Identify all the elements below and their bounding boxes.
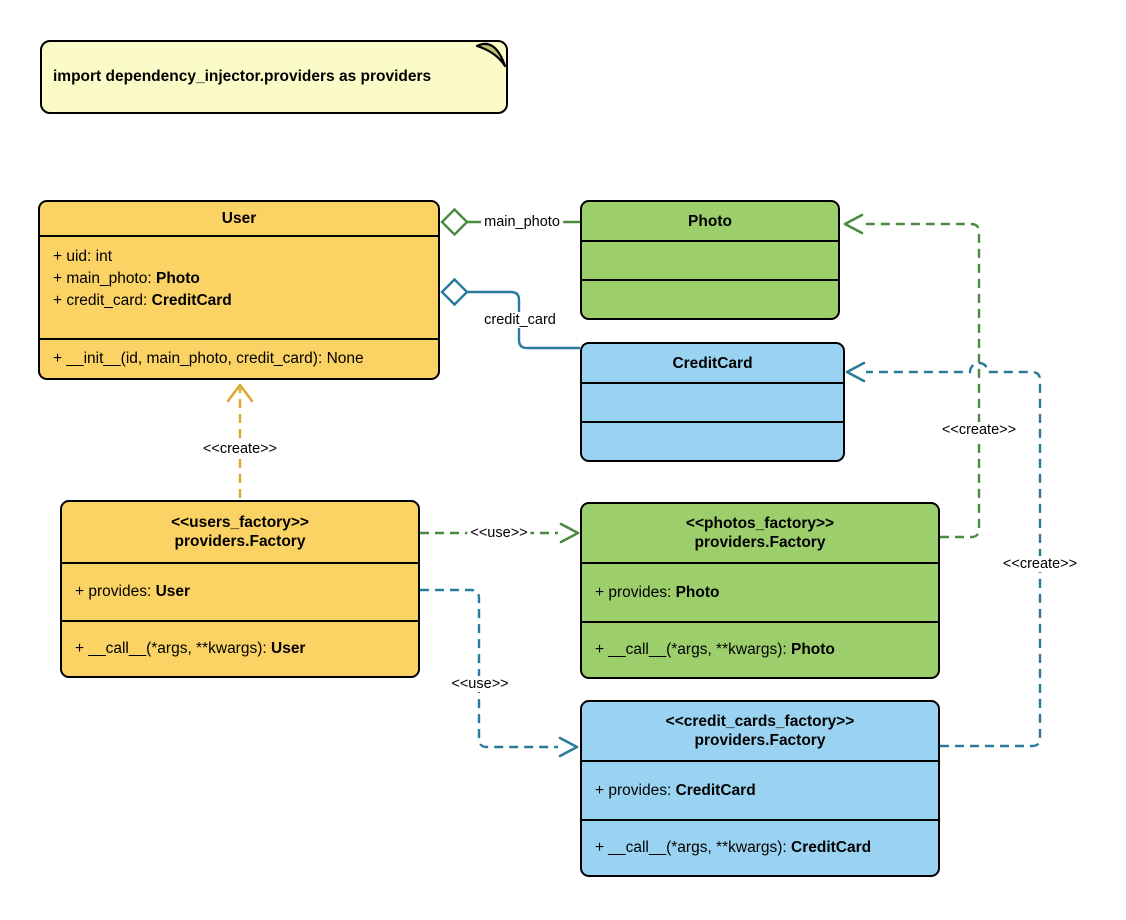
edge-label-photos-use: <<use>> [467,525,531,541]
class-photo-title: Photo [688,212,732,230]
import-note: import dependency_injector.providers as … [40,40,508,114]
arrowhead-credit-card-create-icon [845,361,866,383]
class-credit-cards-factory: <<credit_cards_factory>> providers.Facto… [580,700,940,877]
stereotype: <<photos_factory>> [685,515,835,532]
edge-credit-cards-use-line [420,588,558,749]
method-row: + __init__(id, main_photo, credit_card):… [53,350,364,367]
attribute-row: + provides: Photo [595,583,720,601]
class-users-factory-title: <<users_factory>> providers.Factory [171,514,309,550]
aggregation-diamond-credit-card-icon [440,277,469,307]
note-fold-icon [475,42,507,68]
edge-label-user-create: <<create>> [199,441,281,457]
aggregation-diamond-main-photo-icon [440,207,469,237]
class-user: User + uid: int + main_photo: Photo + cr… [38,200,440,380]
class-credit-cards-factory-attributes: + provides: CreditCard [582,760,938,819]
attribute-row: + uid: int [53,248,113,265]
class-users-factory-attributes: + provides: User [62,562,418,620]
import-note-text: import dependency_injector.providers as … [53,68,432,85]
attribute-row: + credit_card: CreditCard [53,292,232,309]
class-photos-factory: <<photos_factory>> providers.Factory + p… [580,502,940,679]
arrowhead-user-create-icon [226,383,254,403]
class-photo-attributes [582,240,838,279]
class-credit-card-title: CreditCard [672,354,753,372]
method-row: + __call__(*args, **kwargs): Photo [595,641,835,658]
attribute-row: + provides: User [75,583,191,600]
class-user-attributes: + uid: int + main_photo: Photo + credit_… [40,235,438,338]
class-photos-factory-attributes: + provides: Photo [582,562,938,621]
method-row: + __call__(*args, **kwargs): User [75,640,306,657]
class-photo: Photo [580,200,840,320]
arrowhead-credit-cards-use-icon [558,736,579,758]
edge-label-credit-card-create: <<create>> [999,556,1081,572]
class-users-factory-methods: + __call__(*args, **kwargs): User [62,620,418,676]
class-credit-card-attributes [582,382,843,421]
edge-label-main-photo: main_photo [481,214,563,230]
stereotype: <<users_factory>> [171,514,309,531]
class-credit-cards-factory-title: <<credit_cards_factory>> providers.Facto… [665,713,855,749]
edge-photo-create-line [864,222,981,539]
class-users-factory: <<users_factory>> providers.Factory + pr… [60,500,420,678]
edge-label-credit-card: credit_card [481,312,559,328]
attribute-row: + provides: CreditCard [595,781,756,799]
stereotype: <<credit_cards_factory>> [665,713,855,730]
class-credit-card: CreditCard [580,342,845,462]
class-credit-cards-factory-methods: + __call__(*args, **kwargs): CreditCard [582,819,938,875]
attribute-row: + main_photo: Photo [53,270,200,287]
arrowhead-photo-create-icon [843,213,864,235]
class-photo-methods [582,279,838,318]
edge-credit-card-create-line [866,361,1042,748]
arrowhead-photos-use-icon [559,522,580,544]
class-user-methods: + __init__(id, main_photo, credit_card):… [40,338,438,378]
class-credit-card-methods [582,421,843,460]
edge-label-photo-create: <<create>> [938,422,1020,438]
class-user-title: User [221,210,257,227]
class-photos-factory-title: <<photos_factory>> providers.Factory [685,515,835,551]
class-photos-factory-methods: + __call__(*args, **kwargs): Photo [582,621,938,677]
method-row: + __call__(*args, **kwargs): CreditCard [595,839,872,856]
edge-label-credit-cards-use: <<use>> [448,676,512,692]
